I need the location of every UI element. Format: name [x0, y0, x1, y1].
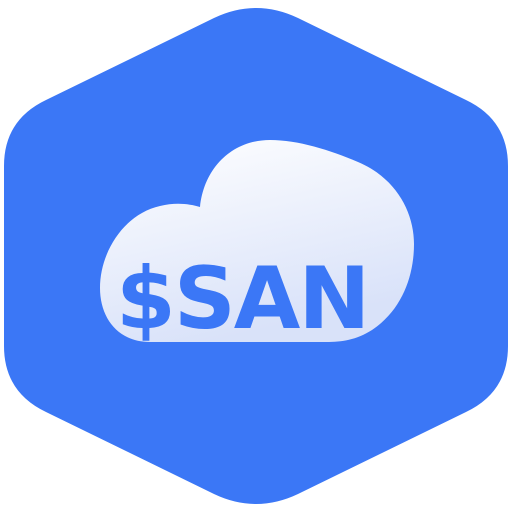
ticker-text: $SAN: [116, 249, 368, 349]
cloud-icon: $SAN: [100, 140, 414, 349]
